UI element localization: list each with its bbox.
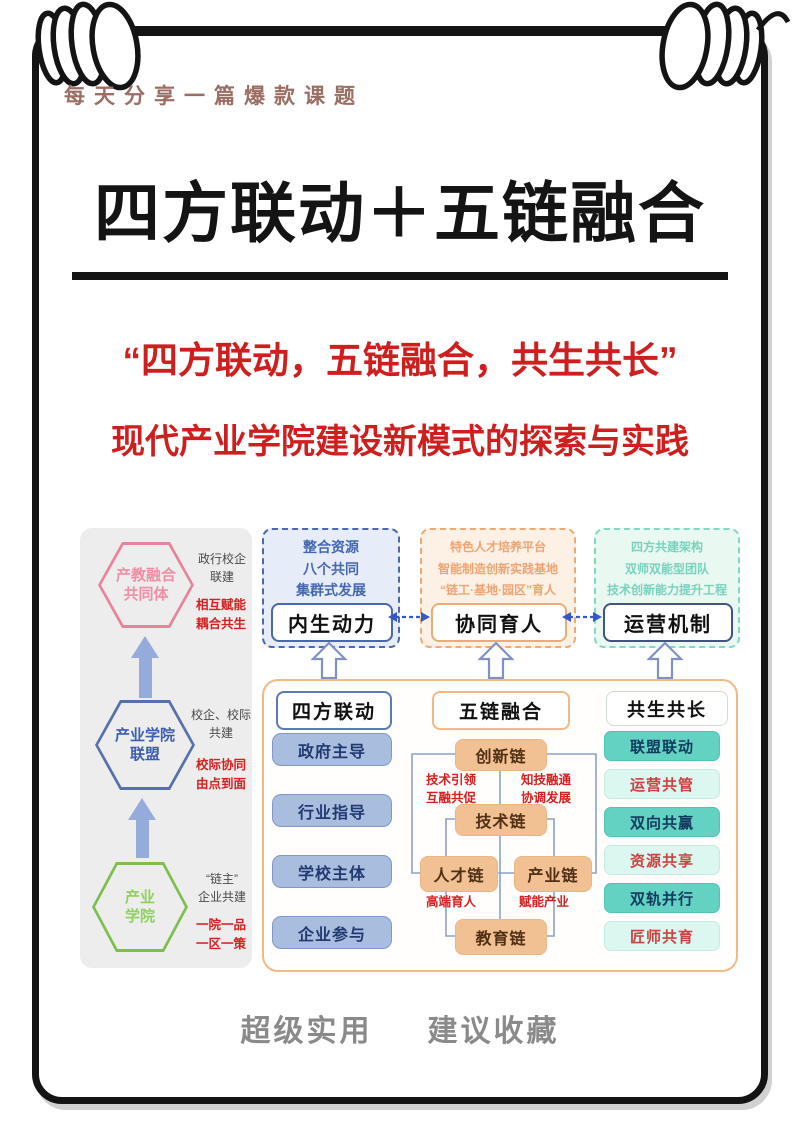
growth-item-resources: 资源共享 xyxy=(604,845,720,875)
chain-education: 教育链 xyxy=(455,919,547,955)
chain-industry: 产业链 xyxy=(514,856,592,892)
page-title: 四方联动＋五链融合 xyxy=(94,176,706,250)
chain-label-tr: 知技融通 协调发展 xyxy=(520,773,571,806)
subtitle-quote: “四方联动，五链融合，共生共长” xyxy=(122,340,678,381)
binder-bar xyxy=(100,27,700,36)
hexagon-alliance: 产业学院 联盟 xyxy=(95,700,195,790)
up-arrow-icon xyxy=(131,636,159,698)
chain-label-tl: 技术引领 互融共促 xyxy=(425,773,476,806)
stage-note: “链主” 企业共建 xyxy=(197,872,246,904)
chain-label-br: 赋能产业 xyxy=(518,895,569,909)
hollow-up-arrow-icon xyxy=(477,641,515,680)
footer-practical: 超级实用 xyxy=(240,1015,373,1048)
binder-rings-right-icon xyxy=(659,1,791,91)
hexagon-college: 产业 学院 xyxy=(92,862,188,952)
growth-item-alliance: 联盟联动 xyxy=(604,731,720,761)
linkage-header: 四方联动 xyxy=(276,691,392,730)
stage-note: 政行校企 联建 xyxy=(197,552,246,584)
mechanism-lines: 特色人才培养平台 智能制造创新实践基地 “链工·基地·园区”育人 xyxy=(437,540,558,598)
stage-highlight: 一院一品 一区一策 xyxy=(195,918,246,951)
linkage-item-school: 学校主体 xyxy=(272,855,392,888)
stage-highlight: 校际协同 由点到面 xyxy=(195,758,246,791)
linkage-item-government: 政府主导 xyxy=(272,733,392,766)
tagline: 每天分享一篇爆款课题 xyxy=(64,85,364,108)
mechanism-box-operation: 四方共建架构 双师双能型团队 技术创新能力提升工程 运营机制 xyxy=(594,528,740,648)
mechanism-label-endogenous: 内生动力 xyxy=(271,603,393,642)
mechanism-lines: 四方共建架构 双师双能型团队 技术创新能力提升工程 xyxy=(606,540,727,598)
subtitle-topic: 现代产业学院建设新模式的探索与实践 xyxy=(111,423,689,461)
mechanism-label-operation: 运营机制 xyxy=(603,603,733,642)
mechanism-label-education: 协同育人 xyxy=(431,603,567,642)
hexagon-fill xyxy=(95,865,185,949)
footer: 超级实用 建议收藏 xyxy=(0,1006,800,1050)
hexagon-community-label: 产教融合 共同体 xyxy=(115,566,176,604)
growth-header: 共生共长 xyxy=(606,691,728,726)
stage-highlight: 相互赋能 耦合共生 xyxy=(195,598,246,631)
hollow-up-arrow-icon xyxy=(646,641,684,680)
dashed-arrow-icon xyxy=(388,612,602,622)
linkage-item-industry: 行业指导 xyxy=(272,794,392,827)
title-underline xyxy=(72,272,728,280)
linkage-item-enterprise: 企业参与 xyxy=(272,916,392,949)
hollow-up-arrow-icon xyxy=(310,641,348,680)
hexagon-college-label: 产业 学院 xyxy=(124,888,155,926)
stage-note: 校企、校际 共建 xyxy=(190,708,251,740)
mechanism-lines: 整合资源 八个共同 集群式发展 xyxy=(296,539,366,599)
growth-item-operation: 运营共管 xyxy=(604,769,720,799)
chain-innovation: 创新链 xyxy=(455,739,547,771)
hexagon-alliance-label: 产业学院 联盟 xyxy=(114,726,175,764)
chain-connector-lines xyxy=(411,753,597,937)
growth-item-craftsman: 匠师共育 xyxy=(604,921,720,951)
chain-label-bl: 高端育人 xyxy=(425,895,476,909)
chain-technology: 技术链 xyxy=(455,804,547,836)
chains-header: 五链融合 xyxy=(432,691,570,730)
up-arrow-icon xyxy=(128,798,156,858)
hexagon-community: 产教融合 共同体 xyxy=(98,542,194,628)
mechanism-box-education: 特色人才培养平台 智能制造创新实践基地 “链工·基地·园区”育人 协同育人 xyxy=(420,528,576,648)
mechanism-box-endogenous: 整合资源 八个共同 集群式发展 内生动力 xyxy=(262,528,400,648)
chain-talent: 人才链 xyxy=(420,856,498,892)
binder-decoration-icon xyxy=(35,1,791,91)
binder-rings-left-icon xyxy=(35,1,141,91)
growth-item-winwin: 双向共赢 xyxy=(604,807,720,837)
growth-item-dualtrack: 双轨并行 xyxy=(604,883,720,913)
footer-collect: 建议收藏 xyxy=(427,1015,560,1048)
